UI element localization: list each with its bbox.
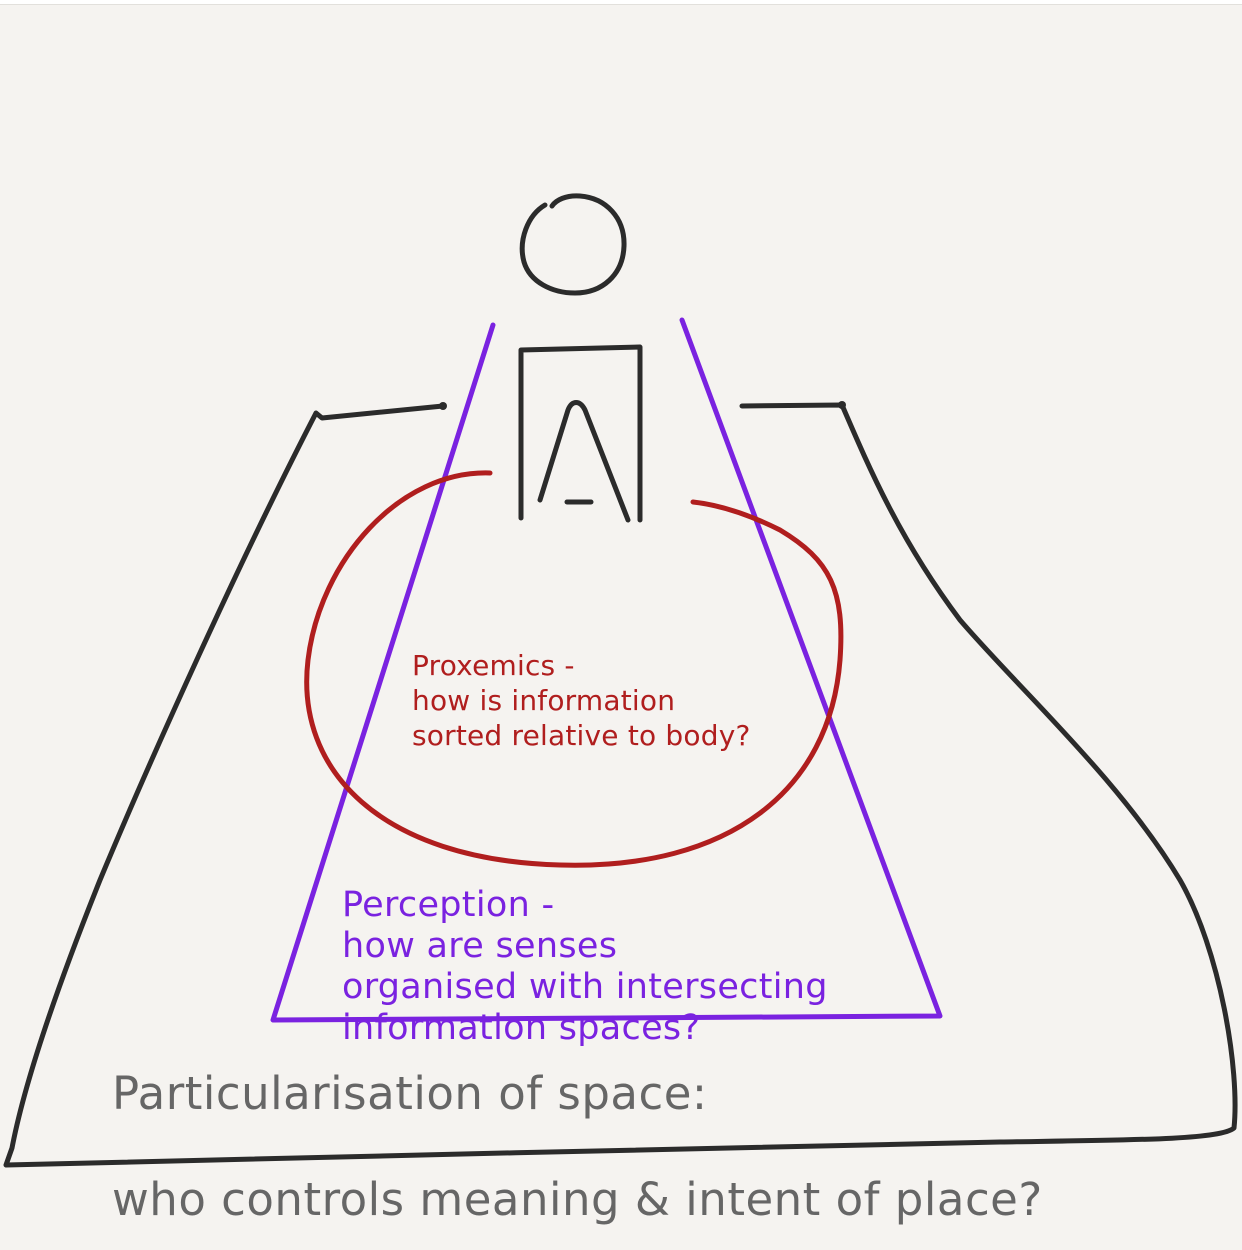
perception-line-3: organised with intersecting (342, 967, 828, 1007)
proxemics-line-3: sorted relative to body? (412, 719, 751, 752)
perception-cone (270, 317, 943, 1023)
person-head (519, 193, 627, 296)
proxemics-line-1: Proxemics - (412, 649, 575, 682)
caption-question: who controls meaning & intent of place? (112, 1173, 1043, 1226)
outer-space-left-dot (439, 402, 447, 410)
proxemics-label: Proxemics - how is information sorted re… (412, 648, 751, 753)
person-body (518, 344, 643, 523)
top-border (0, 0, 1242, 5)
perception-line-1: Perception - (342, 885, 555, 925)
perception-line-2: how are senses (342, 926, 618, 966)
perception-label: Perception - how are senses organised wi… (342, 885, 828, 1049)
perception-line-4: information spaces? (342, 1008, 701, 1048)
person-figure-icon (518, 193, 643, 523)
outer-space-boundary (3, 402, 1238, 1168)
caption-particularisation: Particularisation of space: (112, 1067, 708, 1120)
proxemics-line-2: how is information (412, 684, 676, 717)
proxemics-circle (304, 470, 844, 868)
outer-space-right-dot (838, 401, 846, 409)
